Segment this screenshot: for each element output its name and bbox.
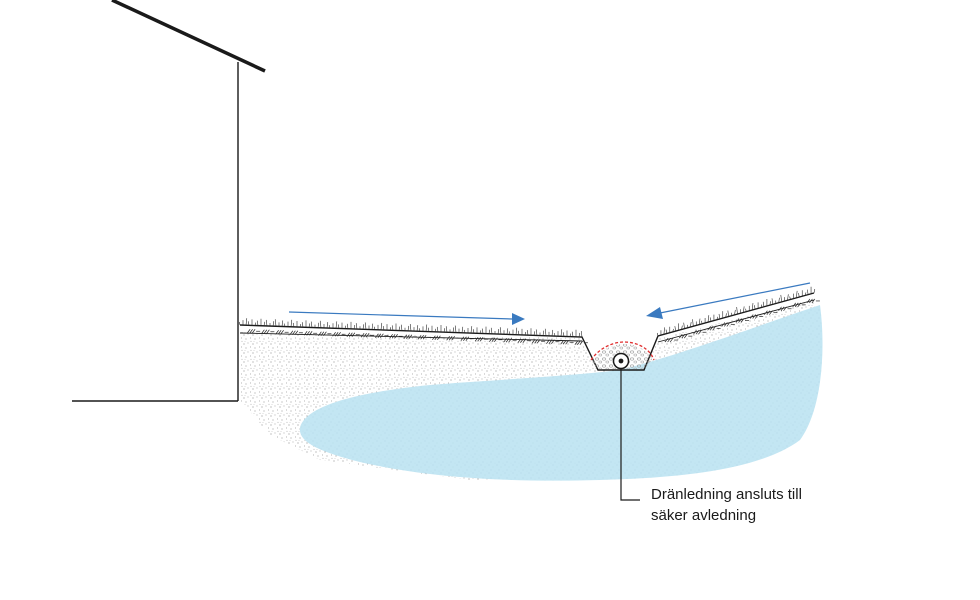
grass-layer: [238, 286, 816, 338]
topsoil-hatch: [246, 298, 820, 345]
drain-annotation: Dränledning ansluts till säker avledning: [651, 484, 802, 526]
roof-line: [111, 0, 266, 73]
filter-fabric: [590, 341, 655, 361]
callout-leader: [620, 368, 640, 501]
house: [72, 0, 266, 402]
arrow-left-icon: [646, 282, 811, 319]
drain-pipe-icon: [612, 352, 630, 370]
annotation-line-2: säker avledning: [651, 507, 757, 524]
annotation-line-1: Dränledning ansluts till: [651, 486, 802, 503]
arrow-right-icon: [288, 311, 525, 325]
